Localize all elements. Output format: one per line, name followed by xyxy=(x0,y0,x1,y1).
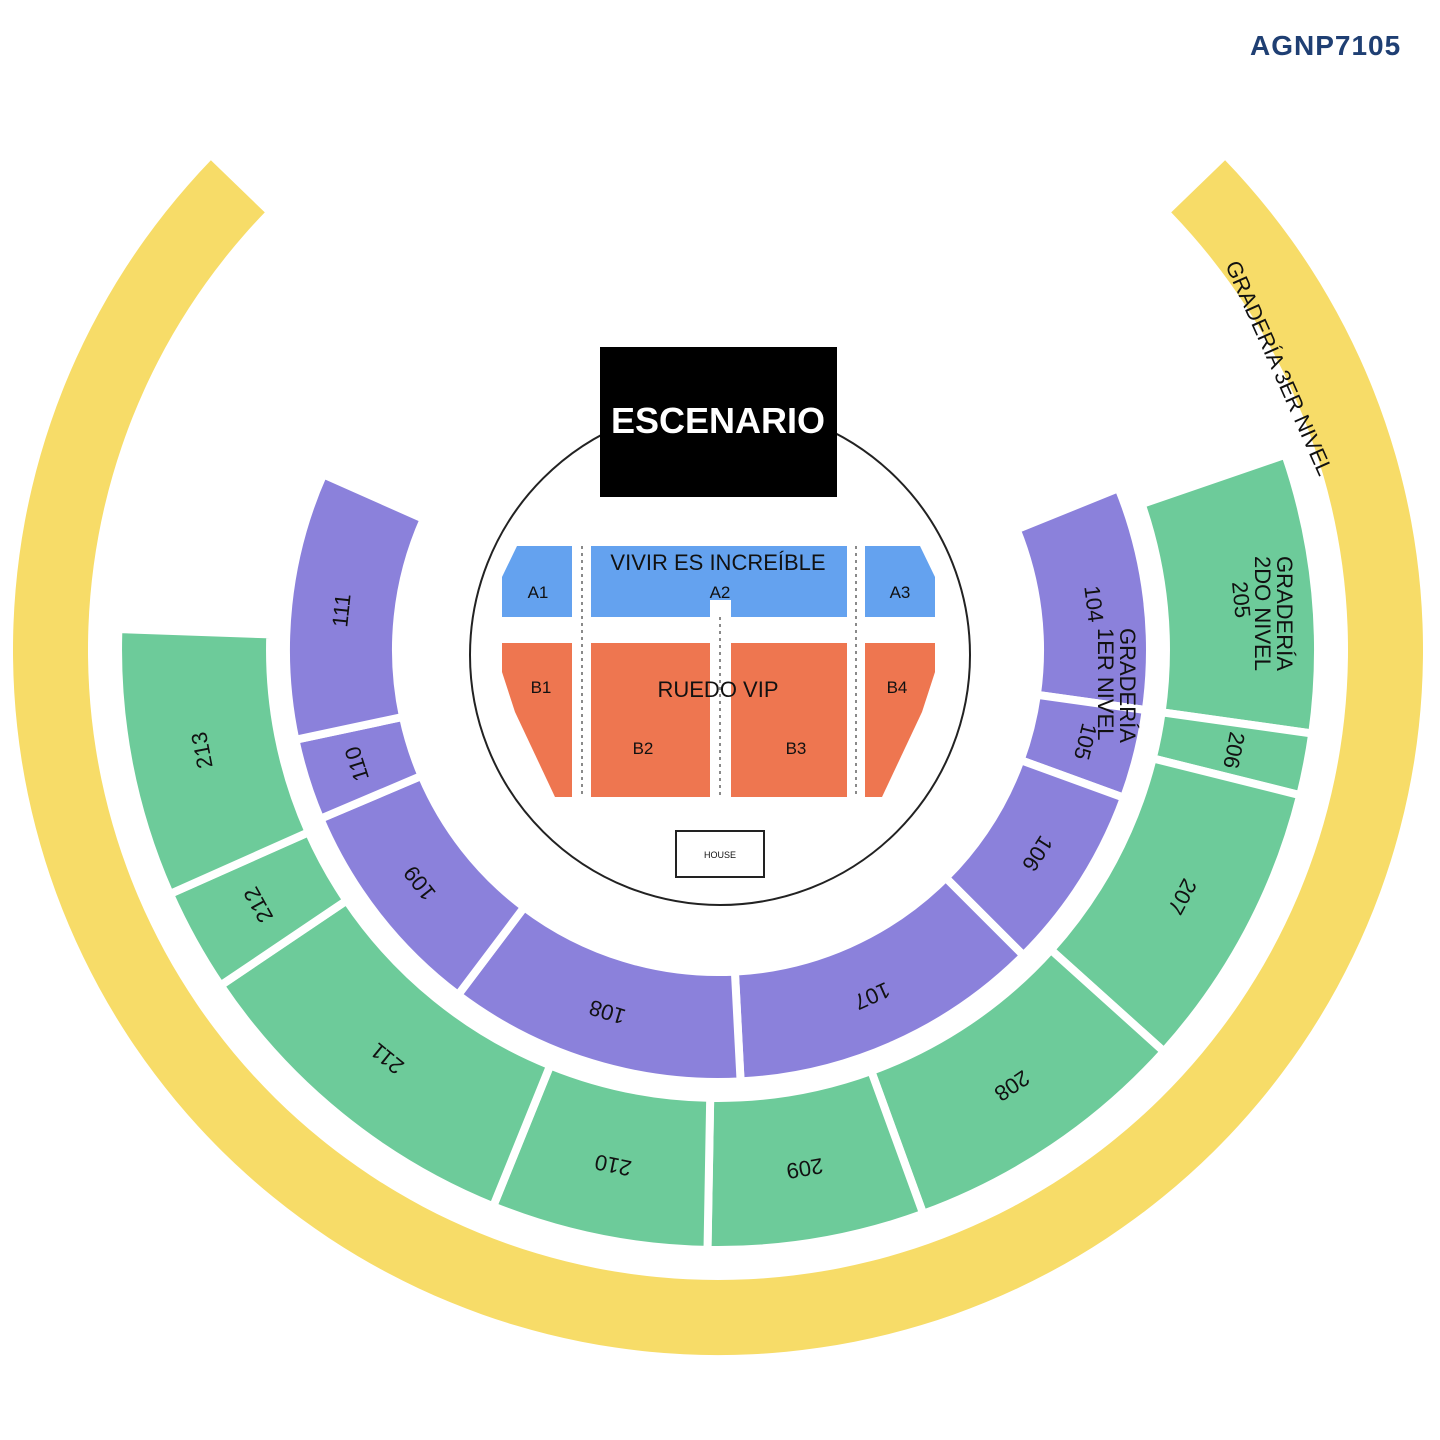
graderia-2do-nivel-label: GRADERÍA 2DO NIVEL xyxy=(1250,556,1297,671)
stage-label: ESCENARIO xyxy=(611,400,825,441)
section-209-label: 209 xyxy=(785,1153,825,1184)
section-a1-label: A1 xyxy=(528,583,549,602)
svg-text:1ER NIVEL: 1ER NIVEL xyxy=(1093,628,1118,741)
section-b3-label: B3 xyxy=(786,739,807,758)
section-b3[interactable] xyxy=(731,643,847,797)
house-booth xyxy=(675,830,765,878)
section-b2[interactable] xyxy=(591,643,710,797)
house-label: HOUSE xyxy=(704,850,736,860)
section-a2-label: A2 xyxy=(710,583,731,602)
section-104-label: 104 xyxy=(1079,584,1108,623)
section-graderia-3er-nivel[interactable] xyxy=(12,160,1424,1356)
event-code: AGNP7105 xyxy=(1250,30,1402,61)
graderia-1er-nivel-label: GRADERÍA 1ER NIVEL xyxy=(1093,628,1140,743)
section-b4[interactable] xyxy=(865,643,935,797)
section-213[interactable] xyxy=(114,624,314,900)
zone-a-label: VIVIR ES INCREÍBLE xyxy=(610,550,825,575)
section-111-label: 111 xyxy=(327,592,355,628)
section-111[interactable] xyxy=(281,469,430,745)
section-a3[interactable] xyxy=(865,546,935,617)
svg-text:2DO NIVEL: 2DO NIVEL xyxy=(1250,556,1275,671)
ruedo-vip-label: RUEDO VIP xyxy=(657,677,778,702)
stage xyxy=(600,347,837,497)
section-b1[interactable] xyxy=(502,643,572,797)
section-b1-label: B1 xyxy=(531,678,552,697)
svg-text:GRADERÍA: GRADERÍA xyxy=(1115,628,1140,743)
section-a3-label: A3 xyxy=(890,583,911,602)
section-205-label: 205 xyxy=(1227,580,1255,619)
section-a1[interactable] xyxy=(502,546,572,617)
section-b4-label: B4 xyxy=(887,678,908,697)
svg-text:GRADERÍA: GRADERÍA xyxy=(1272,556,1297,671)
section-b2-label: B2 xyxy=(633,739,654,758)
section-a2[interactable] xyxy=(591,546,847,617)
